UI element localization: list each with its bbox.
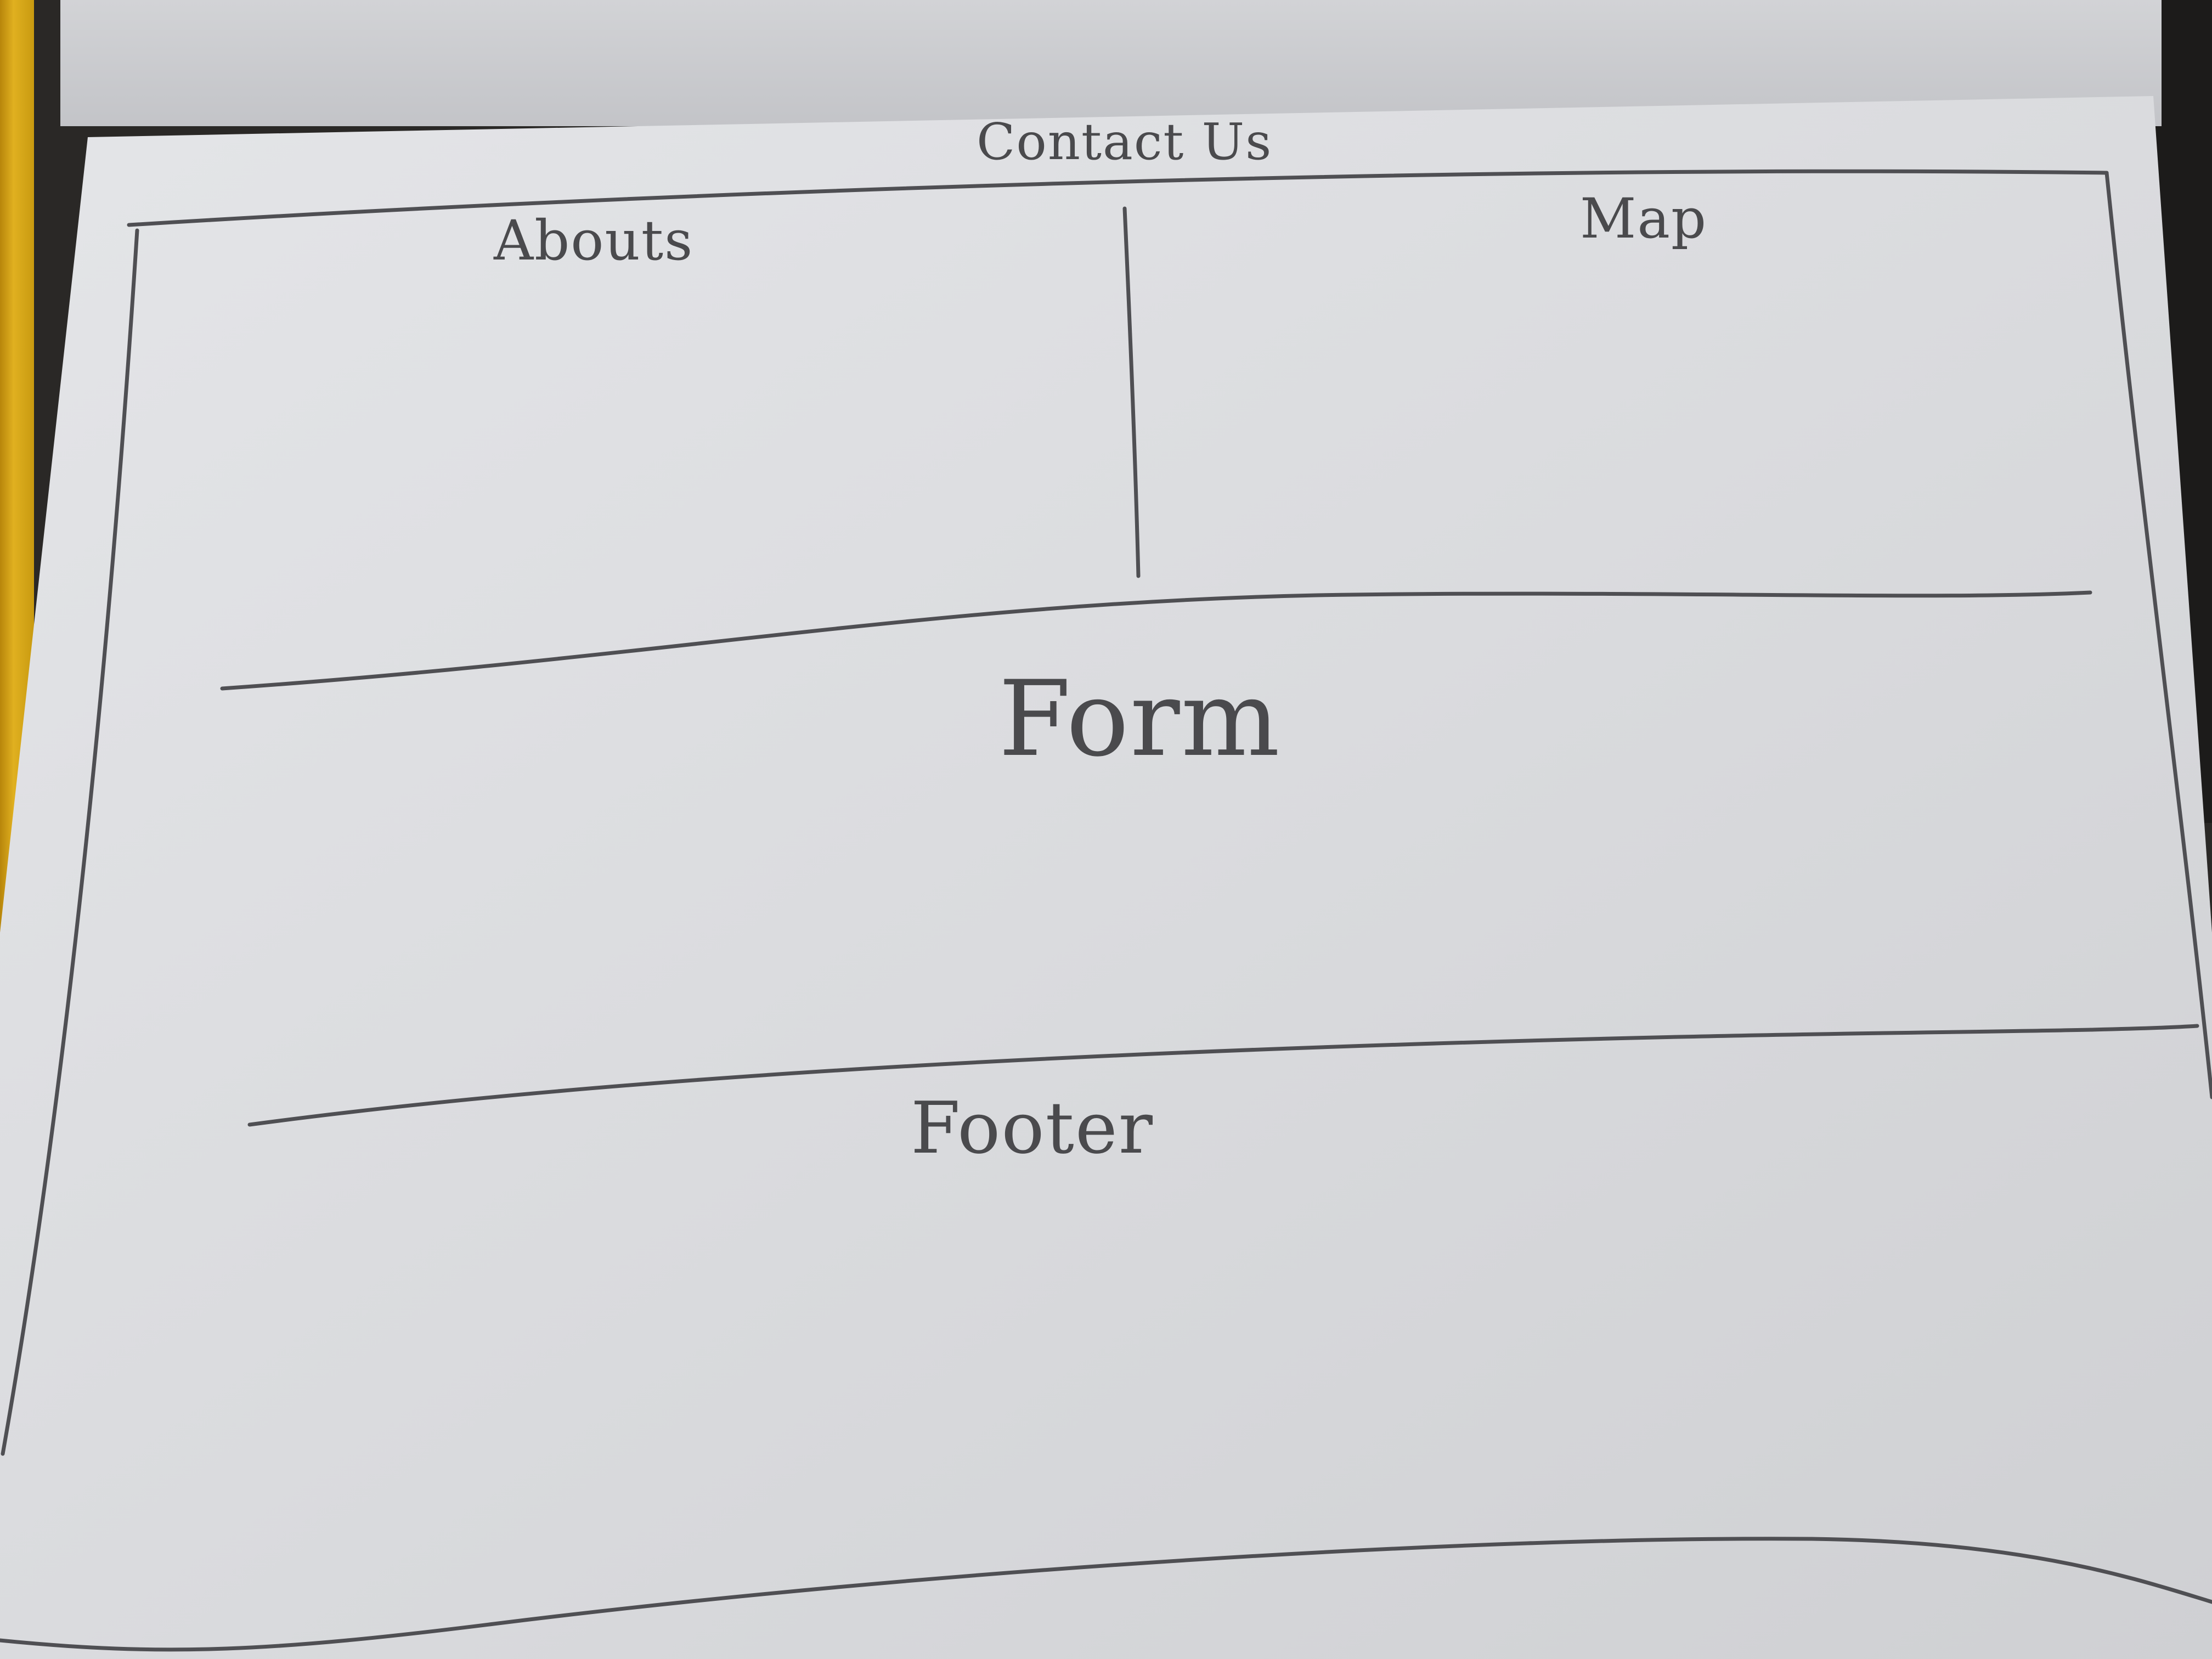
paper-sheet <box>0 96 2212 1659</box>
form-label: Form <box>998 658 1281 780</box>
form-section-divider <box>247 1024 2199 1127</box>
column-divider <box>1122 206 1141 578</box>
outer-frame-left <box>1 228 139 1456</box>
map-label: Map <box>1580 187 1708 251</box>
about-us-label: Abouts <box>494 208 694 273</box>
page-title: Contact Us <box>977 112 1273 171</box>
outer-frame-top <box>127 169 2109 227</box>
header-section-divider <box>220 590 2092 691</box>
outer-frame-right <box>2104 171 2212 1099</box>
footer-label: Footer <box>911 1086 1154 1170</box>
footer-bottom-line <box>0 1537 2212 1652</box>
